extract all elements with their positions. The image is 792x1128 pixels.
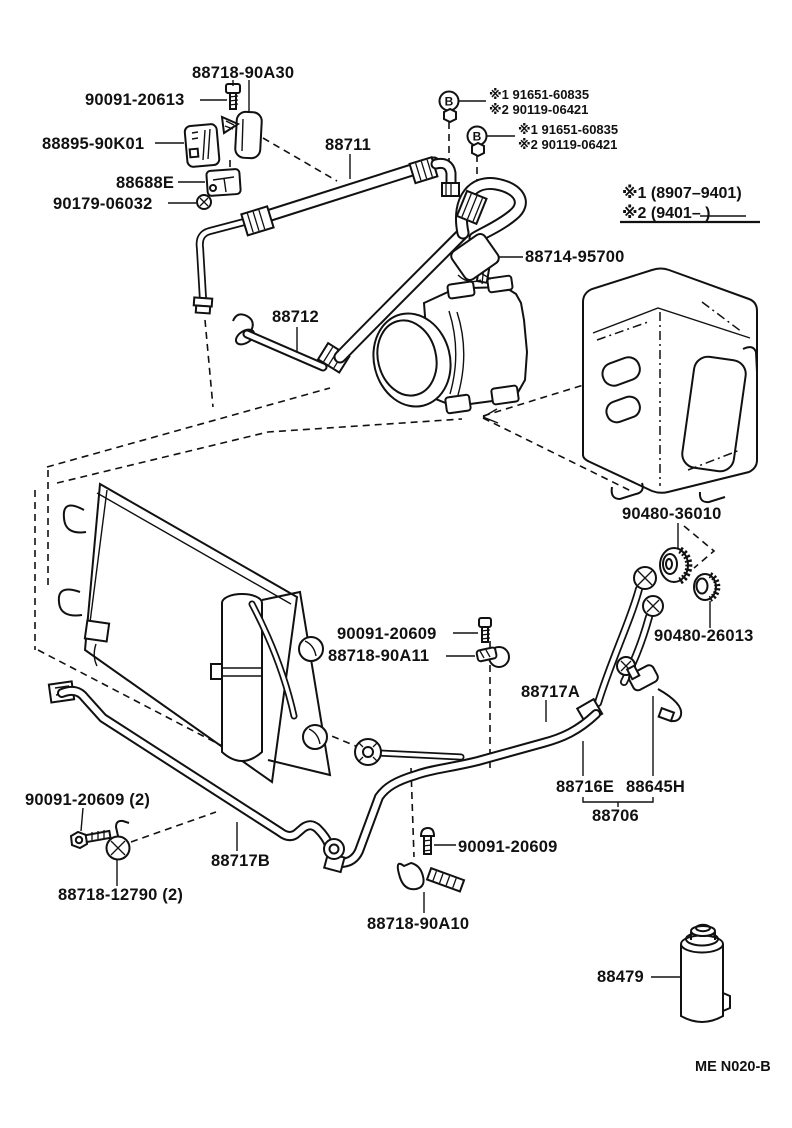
legend-row1: ※1 (8907–9401) <box>622 184 742 202</box>
bolt-mid-drawing <box>478 617 492 643</box>
pressure-switch-drawing <box>625 664 683 723</box>
label-88718-90A30: 88718-90A30 <box>192 64 294 82</box>
joint-symbol-b1: B <box>445 95 454 109</box>
label-88714-95700: 88714-95700 <box>525 248 624 266</box>
joint-symbol-b2: B <box>473 130 482 144</box>
diagram-code: ME N020-B <box>695 1059 771 1075</box>
clamp-bottom-left-drawing <box>105 819 131 861</box>
grommet-small-drawing <box>693 572 721 602</box>
union-bolt-b1 <box>438 90 460 124</box>
part-number-labels: 88718-90A30 90091-20613 88895-90K01 8868… <box>25 64 771 1075</box>
mount-bolt-top-drawing <box>225 83 241 110</box>
label-88711: 88711 <box>325 136 371 154</box>
label-88718-90A10: 88718-90A10 <box>367 915 469 933</box>
label-88479: 88479 <box>597 968 644 986</box>
dashed-reference-lines <box>34 122 716 858</box>
label-90091-20613: 90091-20613 <box>85 91 184 109</box>
compressor-drawing <box>372 265 529 415</box>
grommet-large-drawing <box>659 546 693 585</box>
liquid-pipe-a-drawing <box>322 566 664 874</box>
clamp-bottom-center-drawing <box>396 861 466 893</box>
label-90091-20609-mid: 90091-20609 <box>337 625 436 643</box>
label-90480-36010: 90480-36010 <box>622 505 721 523</box>
label-88717B: 88717B <box>211 852 270 870</box>
pipe-clamp-top-drawing <box>220 110 263 160</box>
leader-lines <box>80 80 760 978</box>
liquid-pipe-b-drawing <box>47 680 345 860</box>
cooling-unit-drawing <box>582 267 758 504</box>
label-88895-90K01: 88895-90K01 <box>42 135 144 153</box>
pipe-clamp-88688-drawing <box>205 168 242 197</box>
label-note2a: ※1 91651-60835 <box>518 122 618 137</box>
label-90179-06032: 90179-06032 <box>53 195 152 213</box>
label-88688E: 88688E <box>116 174 174 192</box>
condenser-drawing <box>57 482 299 784</box>
suction-hose-drawing <box>232 183 520 374</box>
label-88718-90A11: 88718-90A11 <box>328 647 429 665</box>
label-88712: 88712 <box>272 308 319 326</box>
receiver-drier-drawing <box>210 590 332 777</box>
receiver-canister-drawing <box>680 923 731 1023</box>
discharge-hose-drawing <box>192 155 460 315</box>
label-90091-20609-bl: 90091-20609 (2) <box>25 791 150 809</box>
label-88717A: 88717A <box>521 683 580 701</box>
clamp-mid-drawing <box>475 646 510 668</box>
bolt-bottom-center-drawing <box>419 826 436 855</box>
label-note2b: ※2 90119-06421 <box>518 137 617 152</box>
screw-90179-drawing <box>196 194 212 210</box>
label-note1a: ※1 91651-60835 <box>489 87 589 102</box>
bolt-bottom-left-drawing <box>69 829 112 850</box>
label-88706: 88706 <box>592 807 639 825</box>
label-90480-26013: 90480-26013 <box>654 627 753 645</box>
label-note1b: ※2 90119-06421 <box>489 102 588 117</box>
label-88716E: 88716E <box>556 778 614 796</box>
insulator-pad-drawing <box>450 232 500 283</box>
label-88718-12790: 88718-12790 (2) <box>58 886 183 904</box>
relay-block-drawing <box>183 123 221 168</box>
legend-row2: ※2 (9401– ) <box>622 204 711 222</box>
label-88645H: 88645H <box>626 778 685 796</box>
union-bolt-b2 <box>466 125 488 158</box>
label-90091-20609-bc: 90091-20609 <box>458 838 557 856</box>
